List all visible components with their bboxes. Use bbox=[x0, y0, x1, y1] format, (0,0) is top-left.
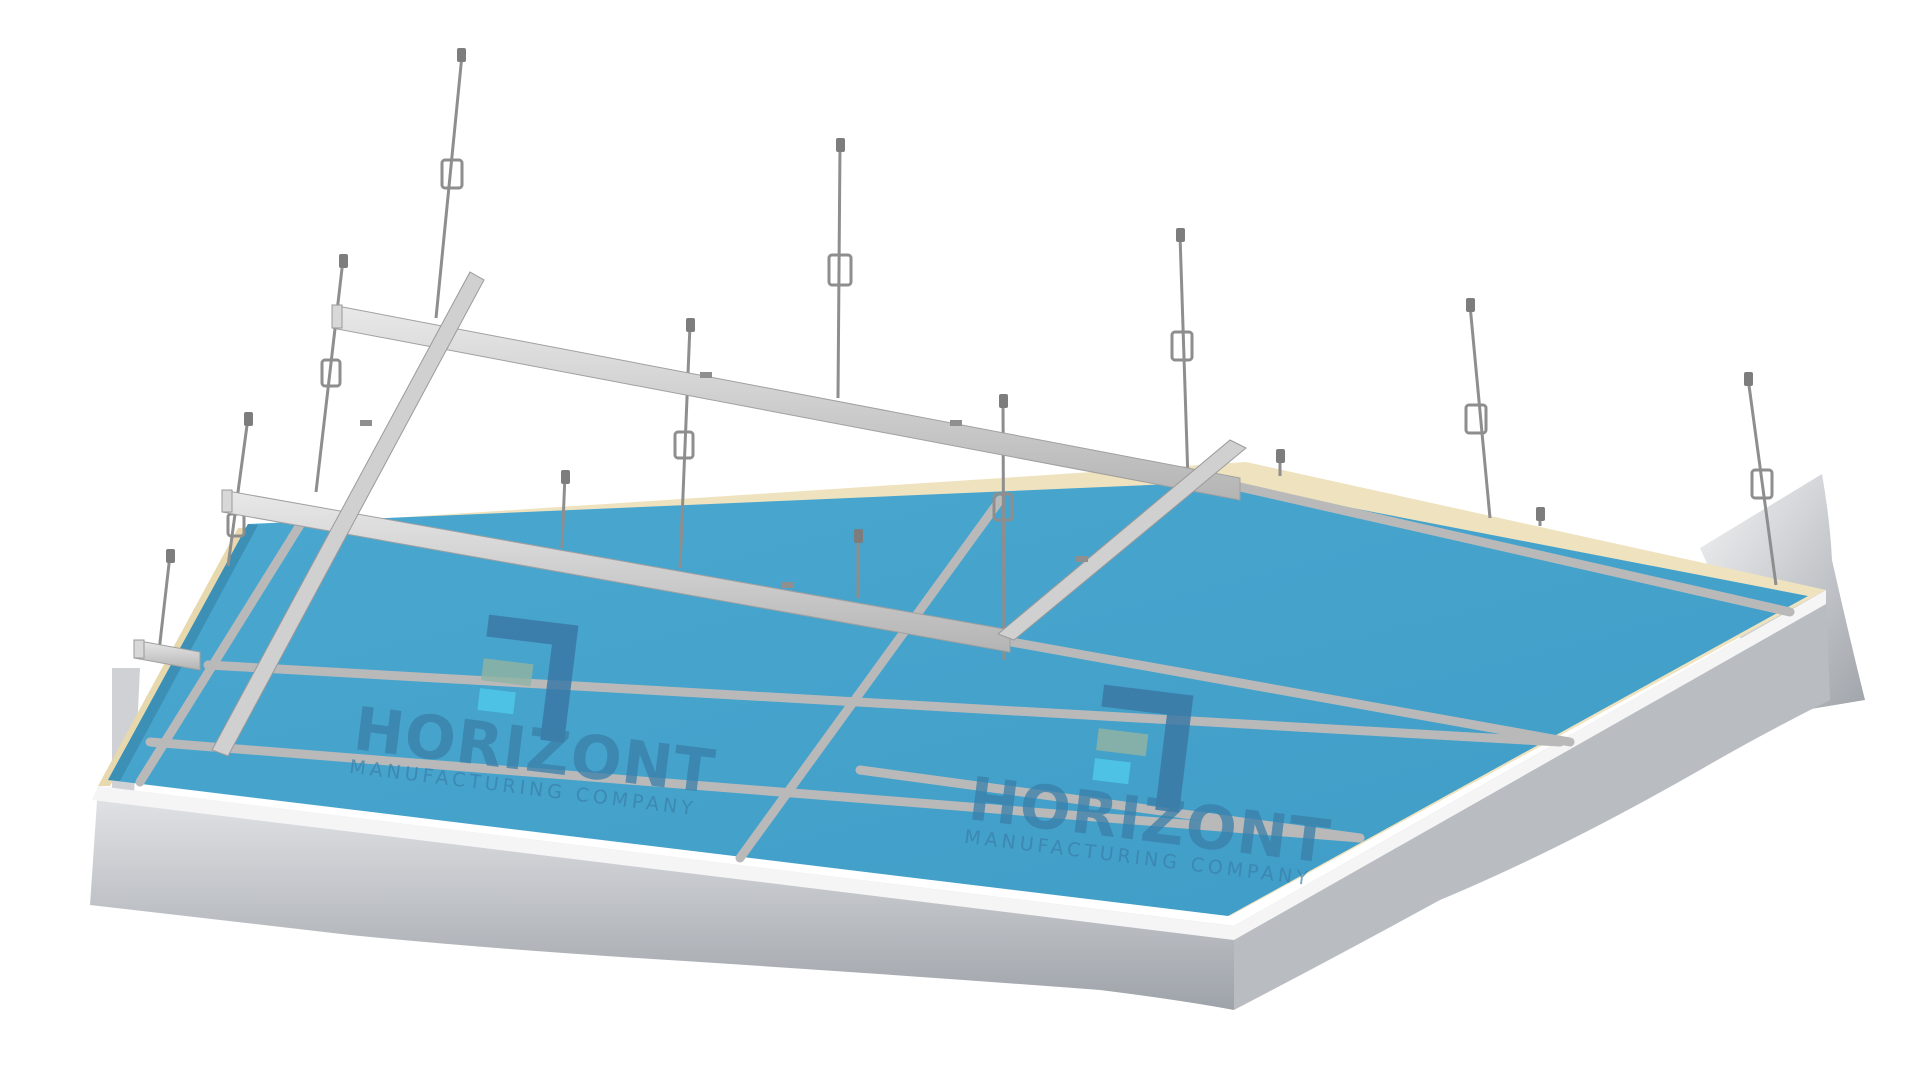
rail-4 bbox=[1213, 477, 1795, 617]
right-trim bbox=[1234, 590, 1826, 940]
beam-cross-left bbox=[211, 271, 485, 757]
bulkhead-walls bbox=[90, 474, 1865, 1010]
rail-5 bbox=[995, 635, 1575, 747]
beam-cross-right bbox=[997, 439, 1247, 641]
horizont-logo-icon bbox=[1092, 684, 1194, 813]
rail-7 bbox=[855, 765, 1365, 843]
ceiling-panel-surface bbox=[108, 482, 1808, 916]
rail-2 bbox=[145, 737, 1365, 843]
rod-top-anchors bbox=[166, 48, 1753, 563]
panel-grid-rails bbox=[135, 477, 1795, 863]
rail-3 bbox=[735, 495, 1005, 863]
rail-6 bbox=[135, 520, 305, 787]
front-wall bbox=[90, 786, 1234, 1010]
carrier-beams bbox=[133, 271, 1247, 757]
horizont-logo-icon bbox=[477, 614, 579, 743]
beam-brackets bbox=[360, 372, 1088, 588]
beam-top bbox=[331, 304, 1241, 501]
right-skirt bbox=[1234, 590, 1830, 1010]
front-trim bbox=[92, 786, 1234, 940]
rail-1 bbox=[203, 660, 1565, 747]
